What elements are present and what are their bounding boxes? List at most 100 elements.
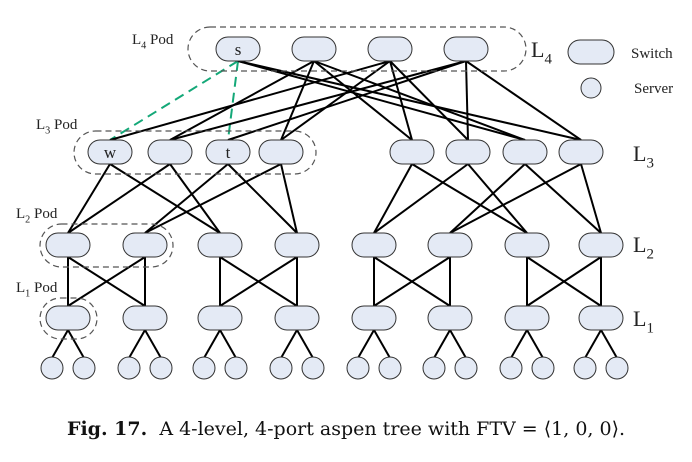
l4-l3-link: [280, 60, 315, 141]
server: [378, 356, 402, 380]
l4-switch: [443, 36, 489, 62]
l4-l3-link: [237, 60, 526, 141]
l3-switch: [445, 139, 491, 165]
server: [531, 356, 555, 380]
legend-server-label: Server: [634, 81, 673, 97]
legend-server-icon: [580, 77, 602, 99]
l1-server-link: [144, 329, 162, 359]
l3-l2-link: [280, 163, 298, 234]
l4-l3-link: [389, 60, 413, 141]
server: [40, 356, 64, 380]
l1-server-link: [51, 329, 69, 359]
l1-switch: [351, 305, 397, 331]
l2-switch: [274, 232, 320, 258]
legend-switch-label: Switch: [631, 46, 673, 62]
l4-l3-link: [237, 60, 582, 141]
switch-label: t: [226, 143, 231, 162]
l3-switch: [205, 139, 251, 165]
server: [72, 356, 96, 380]
l3-l2-link: [227, 163, 298, 234]
l4-l3-link: [169, 60, 467, 141]
l3-switch: [502, 139, 548, 165]
level-label-l4: L4: [531, 37, 552, 68]
l3-pod-label: L3 Pod: [36, 117, 78, 137]
l3-l2-link: [144, 163, 229, 234]
l3-switch: [389, 139, 435, 165]
l2-pod-outline: [39, 223, 174, 268]
server: [117, 356, 141, 380]
server: [573, 356, 597, 380]
l3-l2-link: [411, 163, 528, 234]
l2-l1-link: [219, 256, 298, 307]
l1-server-link: [510, 329, 528, 359]
server: [499, 356, 523, 380]
l4-pod-outline: [187, 26, 527, 72]
l2-switch: [427, 232, 473, 258]
l2-switch: [122, 232, 168, 258]
l1-server-link: [433, 329, 451, 359]
l2-switch: [351, 232, 397, 258]
l3-l2-link: [449, 163, 582, 234]
l1-server-link: [296, 329, 314, 359]
l3-l2-link: [169, 163, 221, 234]
l4-l3-link: [313, 60, 413, 141]
highlight-link: [109, 60, 239, 141]
server: [301, 356, 325, 380]
pod-outlines: [39, 26, 527, 340]
nodes: s w t: [40, 36, 629, 380]
l3-switch: [87, 139, 133, 165]
l4-l3-link: [280, 60, 391, 141]
l3-l2-link: [109, 163, 221, 234]
l3-l2-link: [373, 163, 469, 234]
l4-l3-link: [109, 60, 391, 141]
l2-switch: [197, 232, 243, 258]
l4-pod-label: L4 Pod: [132, 32, 174, 52]
l1-server-link: [449, 329, 467, 359]
l3-l2-link: [449, 163, 526, 234]
l3-l2-link: [67, 163, 171, 234]
l1-switch: [578, 305, 624, 331]
l4-l3-link: [465, 60, 469, 141]
l2-l1-link: [526, 256, 602, 307]
l1-server-link: [203, 329, 221, 359]
l3-l2-link: [67, 163, 111, 234]
l3-l2-link: [373, 163, 413, 234]
caption-prefix: Fig. 17.: [66, 418, 148, 440]
server: [149, 356, 173, 380]
l2-switch: [504, 232, 550, 258]
l1-server-link: [280, 329, 298, 359]
l4-switch: [367, 36, 413, 62]
l1-switch: [122, 305, 168, 331]
l4-l3-link: [465, 60, 582, 141]
l4-l3-link: [389, 60, 469, 141]
l2-switch: [578, 232, 624, 258]
server: [422, 356, 446, 380]
l1-switch: [197, 305, 243, 331]
l3-switch: [258, 139, 304, 165]
server: [269, 356, 293, 380]
server: [605, 356, 629, 380]
l1-switch: [504, 305, 550, 331]
l4-switch: [215, 36, 261, 62]
switch-label: s: [235, 40, 242, 59]
l2-l1-link: [373, 256, 451, 307]
highlight-link: [227, 60, 239, 141]
l1-server-link: [600, 329, 618, 359]
l3-l2-link: [144, 163, 282, 234]
l2-pod-label: L2 Pod: [16, 206, 58, 226]
l1-server-link: [219, 329, 237, 359]
l2-l1-link: [67, 256, 146, 307]
switch-label: w: [104, 143, 117, 162]
l1-server-link: [584, 329, 602, 359]
server: [454, 356, 478, 380]
l4-switch: [291, 36, 337, 62]
l1-server-link: [67, 329, 85, 359]
l3-l2-link: [467, 163, 528, 234]
l3-switch: [147, 139, 193, 165]
l1-switch: [274, 305, 320, 331]
l1-server-link: [526, 329, 544, 359]
edges: [51, 60, 618, 359]
